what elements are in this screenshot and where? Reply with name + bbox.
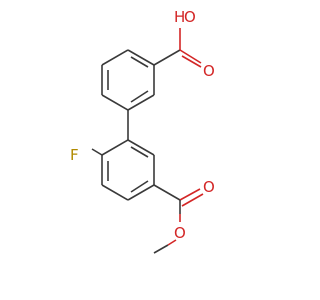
bond [101, 94, 129, 111]
bond [101, 49, 129, 66]
bond-to-methyl [153, 244, 169, 254]
bond [127, 49, 155, 66]
methyl-ester-group: O O [153, 178, 215, 254]
double-bond-inner [130, 180, 149, 193]
carbonyl-o-bottom-label: O [203, 178, 215, 196]
bond [101, 184, 129, 201]
lower-benzene-ring [101, 139, 155, 201]
upper-benzene-ring [101, 49, 155, 111]
carbonyl-o-top-label: O [203, 62, 215, 80]
carbonyl-bond-inner [181, 55, 202, 68]
bond-to-fluorine [91, 148, 103, 156]
bond [127, 94, 155, 111]
molecule-diagram: H O O F [70, 8, 215, 254]
carbonyl-bond [179, 188, 201, 201]
hydroxyl-h-label: H [174, 8, 185, 26]
bond [127, 139, 155, 156]
bond [153, 184, 181, 201]
carboxylic-acid-group: H O O [153, 8, 215, 80]
double-bond-inner [130, 146, 149, 158]
carbonyl-bond [179, 49, 202, 64]
double-bond-inner [130, 90, 149, 103]
structure-canvas: H O O F [70, 8, 215, 254]
ester-o-label: O [174, 224, 186, 242]
fluorine-label: F [70, 146, 79, 164]
bond [153, 49, 181, 66]
double-bond-inner [130, 56, 149, 68]
hydroxyl-o-label: O [184, 8, 196, 26]
bond-to-methyl-red [167, 239, 177, 246]
bond [101, 139, 129, 156]
fluorine-substituent: F [70, 146, 103, 164]
bond [127, 184, 155, 201]
carbonyl-bond-inner [181, 193, 204, 207]
